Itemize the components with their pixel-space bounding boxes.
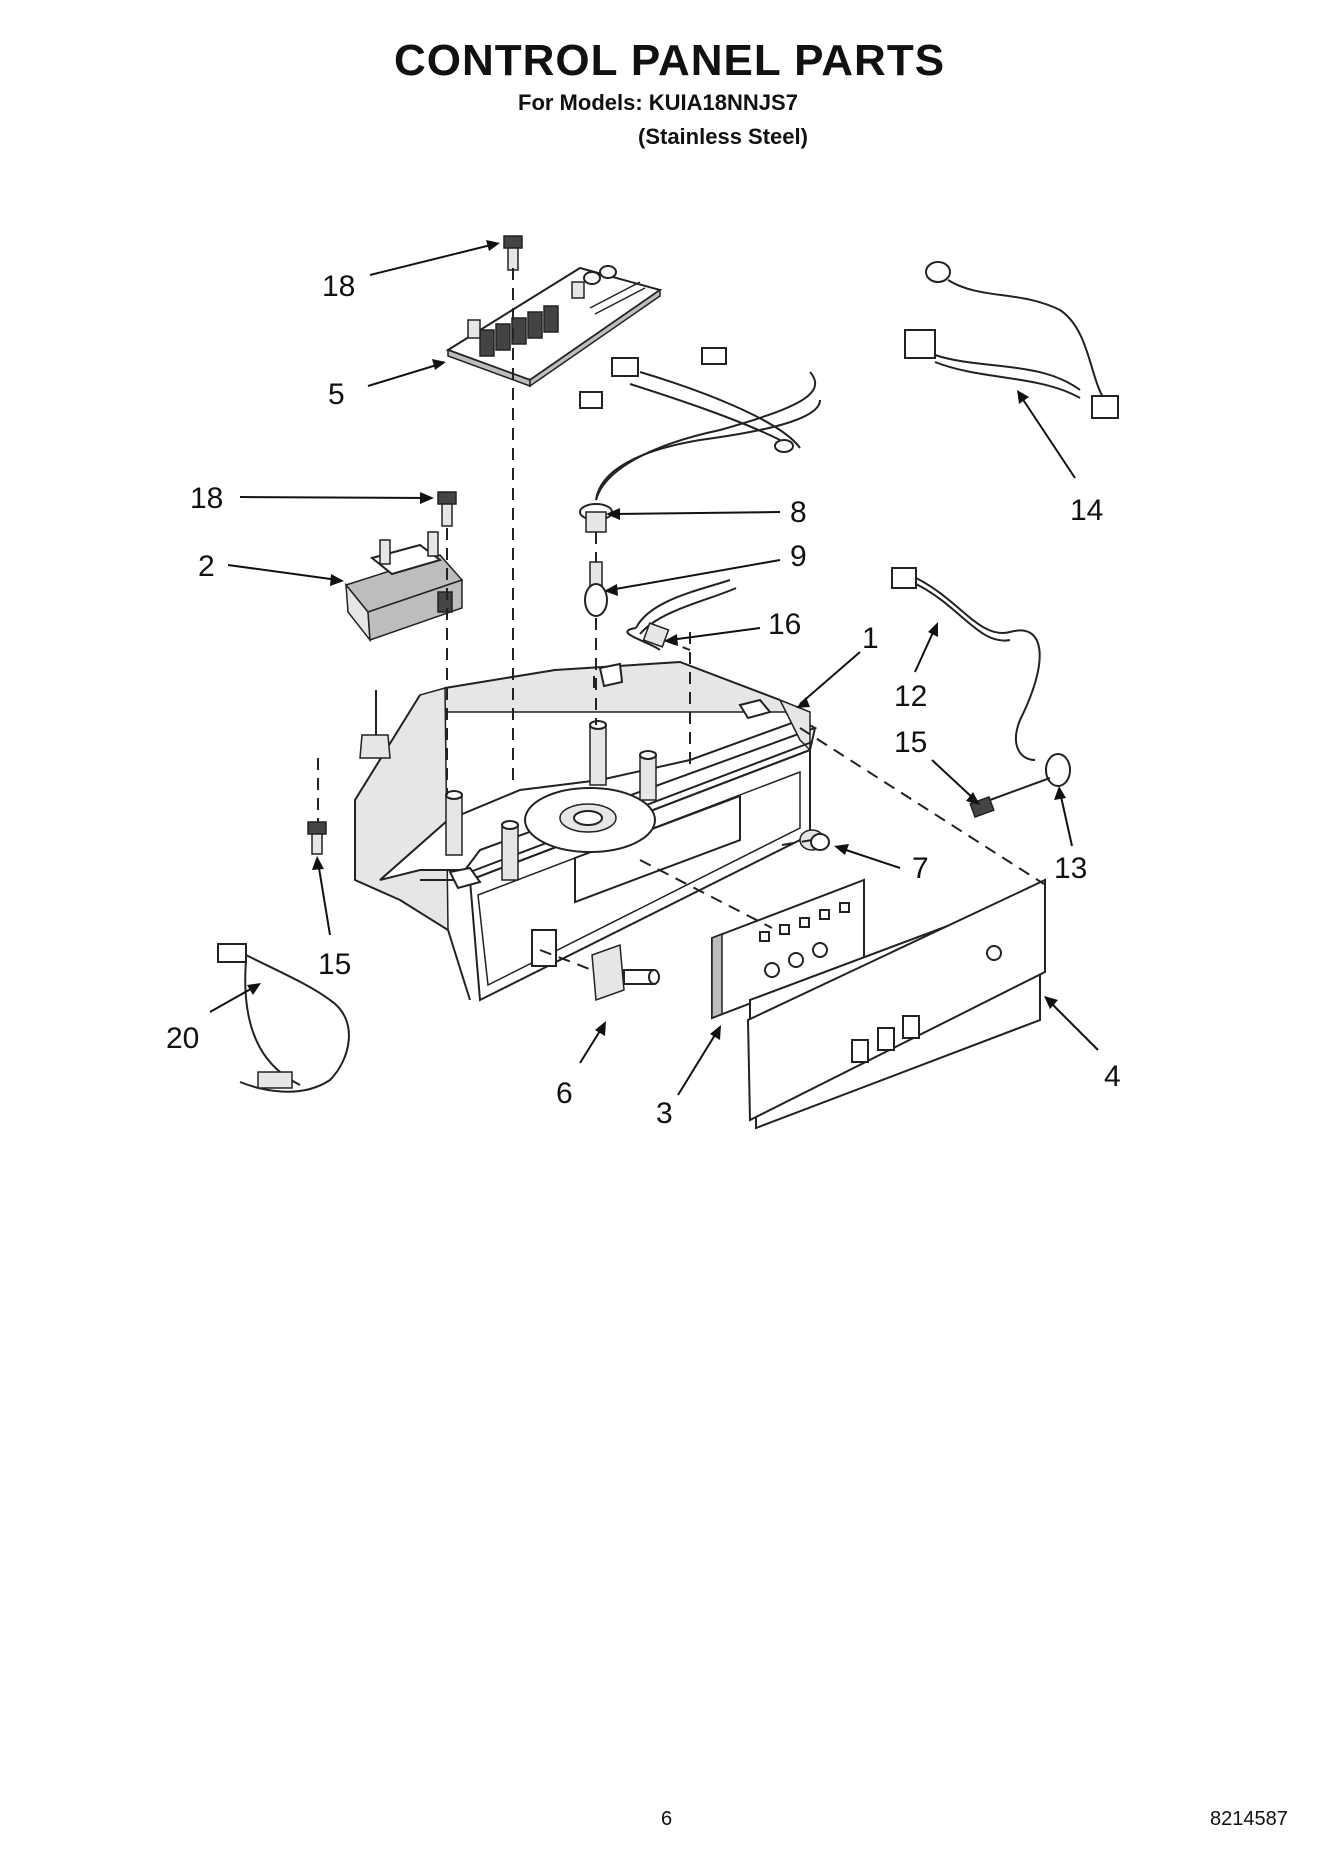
sensor-20 bbox=[217, 943, 350, 1093]
callout-15-left: 15 bbox=[318, 948, 351, 981]
assembly-lines bbox=[317, 268, 1045, 971]
overlay-hole bbox=[986, 945, 1002, 961]
lamp-bulb bbox=[584, 561, 608, 617]
callout-18-top: 18 bbox=[322, 270, 355, 303]
page-title: CONTROL PANEL PARTS bbox=[393, 36, 946, 85]
harness-14 bbox=[904, 261, 1119, 419]
callout-16: 16 bbox=[768, 608, 801, 641]
overlay-button bbox=[877, 1027, 895, 1051]
transformer-screw bbox=[437, 491, 457, 527]
knob-7 bbox=[799, 829, 830, 851]
lamp-socket bbox=[579, 503, 613, 533]
finish-line: (Stainless Steel) bbox=[638, 124, 808, 149]
control-housing bbox=[354, 660, 818, 1002]
side-screw bbox=[307, 821, 327, 855]
callout-3: 3 bbox=[656, 1097, 673, 1130]
overlay-button bbox=[851, 1039, 869, 1063]
document-number: 8214587 bbox=[1210, 1808, 1288, 1830]
callout-13: 13 bbox=[1054, 852, 1087, 885]
callout-7: 7 bbox=[912, 852, 929, 885]
callout-1: 1 bbox=[862, 622, 879, 655]
overlay-panel bbox=[746, 878, 1046, 1122]
ground-clip bbox=[989, 753, 1071, 801]
callout-14: 14 bbox=[1070, 494, 1103, 527]
callout-12: 12 bbox=[894, 680, 927, 713]
callout-18-mid: 18 bbox=[190, 482, 223, 515]
transformer bbox=[344, 531, 464, 643]
overlay-button bbox=[902, 1015, 920, 1039]
callout-6: 6 bbox=[556, 1077, 573, 1110]
harness-12 bbox=[891, 567, 1041, 761]
callout-4: 4 bbox=[1104, 1060, 1121, 1093]
main-wire-harness bbox=[579, 347, 821, 501]
page-number: 6 bbox=[661, 1808, 673, 1830]
board-screw bbox=[503, 235, 523, 271]
callout-2: 2 bbox=[198, 550, 215, 583]
lamp-wire bbox=[626, 579, 737, 651]
switch-6 bbox=[591, 943, 660, 1002]
models-line: For Models: KUIA18NNJS7 bbox=[518, 90, 798, 115]
callout-20: 20 bbox=[166, 1022, 199, 1055]
control-board bbox=[445, 265, 663, 388]
callout-5: 5 bbox=[328, 378, 345, 411]
callout-15-right: 15 bbox=[894, 726, 927, 759]
leader-arrows bbox=[209, 240, 1099, 1096]
callout-labels: 18 5 18 2 8 9 16 1 14 12 15 13 7 15 20 6… bbox=[166, 270, 1121, 1130]
callout-8: 8 bbox=[790, 496, 807, 529]
callout-9: 9 bbox=[790, 540, 807, 573]
